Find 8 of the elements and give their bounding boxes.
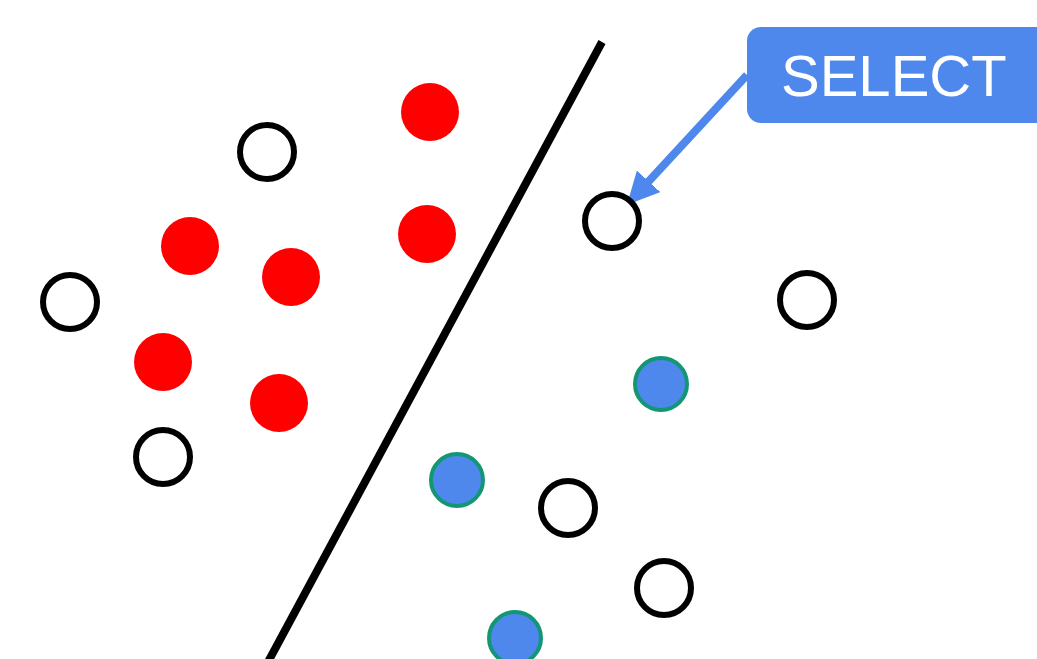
- callout-label: SELECT: [747, 27, 1037, 123]
- unlabeled-point: [777, 270, 837, 330]
- unlabeled-point: [634, 558, 694, 618]
- unlabeled-point: [133, 427, 193, 487]
- unlabeled-point: [237, 122, 297, 182]
- unlabeled-point: [40, 272, 100, 332]
- unlabeled-point: [538, 478, 598, 538]
- unlabeled-point: [582, 191, 642, 251]
